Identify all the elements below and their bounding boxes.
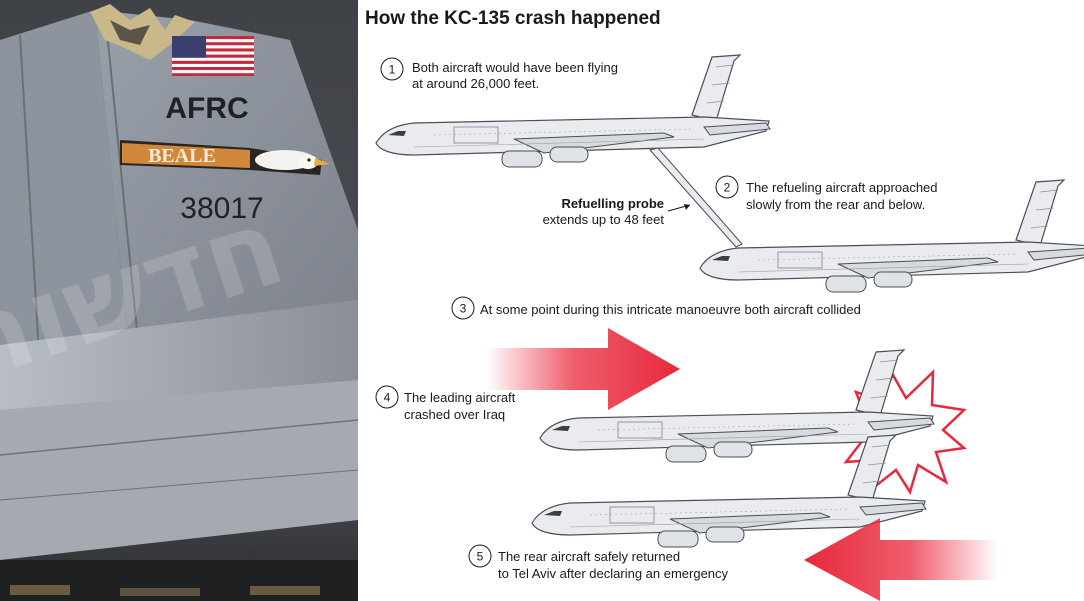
step-3: 3 At some point during this intricate ma… <box>451 296 861 320</box>
step-5-line-1: The rear aircraft safely returned <box>498 549 680 564</box>
beale-banner: BEALE <box>120 140 330 175</box>
step-4-line-2: crashed over Iraq <box>404 407 505 422</box>
infographic: How the KC-135 crash happened Refuelling… <box>358 0 1084 601</box>
infographic-svg: How the KC-135 crash happened Refuelling… <box>358 0 1084 601</box>
tail-number: 38017 <box>180 192 263 225</box>
step-4-line-1: The leading aircraft <box>404 390 516 405</box>
fuselage <box>0 380 358 560</box>
rudder <box>0 10 130 380</box>
tail-base-text: BEALE <box>148 145 216 167</box>
arrow-right <box>486 328 680 410</box>
step-5: 5 The rear aircraft safely returned to T… <box>468 544 729 581</box>
us-flag-icon <box>172 36 254 76</box>
step-1-line-2: at around 26,000 feet. <box>412 76 539 91</box>
step-4-number-circle <box>375 385 399 409</box>
step-4-number: 4 <box>384 391 391 405</box>
tail-photo: AFRC BEALE 38017 חדשות <box>0 0 358 601</box>
probe-label: extends up to 48 feet <box>543 212 665 227</box>
step-1-number: 1 <box>389 63 396 77</box>
step-2: 2 The refueling aircraft approached slow… <box>715 175 938 212</box>
step-3-number: 3 <box>460 302 467 316</box>
vertical-fin <box>95 10 358 380</box>
step-2-line-1: The refueling aircraft approached <box>746 180 938 195</box>
probe-pointer-arrow <box>684 204 690 210</box>
tail-photo-svg: AFRC BEALE 38017 חדשות <box>0 0 358 601</box>
infographic-title: How the KC-135 crash happened <box>365 8 661 29</box>
step-3-line-1: At some point during this intricate mano… <box>480 302 861 317</box>
step-5-line-2: to Tel Aviv after declaring an emergency <box>498 566 729 581</box>
step-5-number: 5 <box>477 550 484 564</box>
step-1-line-1: Both aircraft would have been flying <box>412 60 618 75</box>
step-2-number-circle <box>715 175 739 199</box>
refuelling-probe <box>649 147 743 248</box>
step-4: 4 The leading aircraft crashed over Iraq <box>375 385 516 422</box>
tail-unit-text: AFRC <box>165 92 248 125</box>
probe-label-bold: Refuelling probe <box>561 196 664 211</box>
step-1: 1 Both aircraft would have been flying a… <box>380 57 618 91</box>
eagle-icon <box>255 150 330 170</box>
step-2-line-2: slowly from the rear and below. <box>746 197 925 212</box>
step-3-number-circle <box>451 296 475 320</box>
step-1-number-circle <box>380 57 404 81</box>
arrow-left <box>804 518 998 601</box>
step-2-number: 2 <box>724 181 731 195</box>
step-5-number-circle <box>468 544 492 568</box>
